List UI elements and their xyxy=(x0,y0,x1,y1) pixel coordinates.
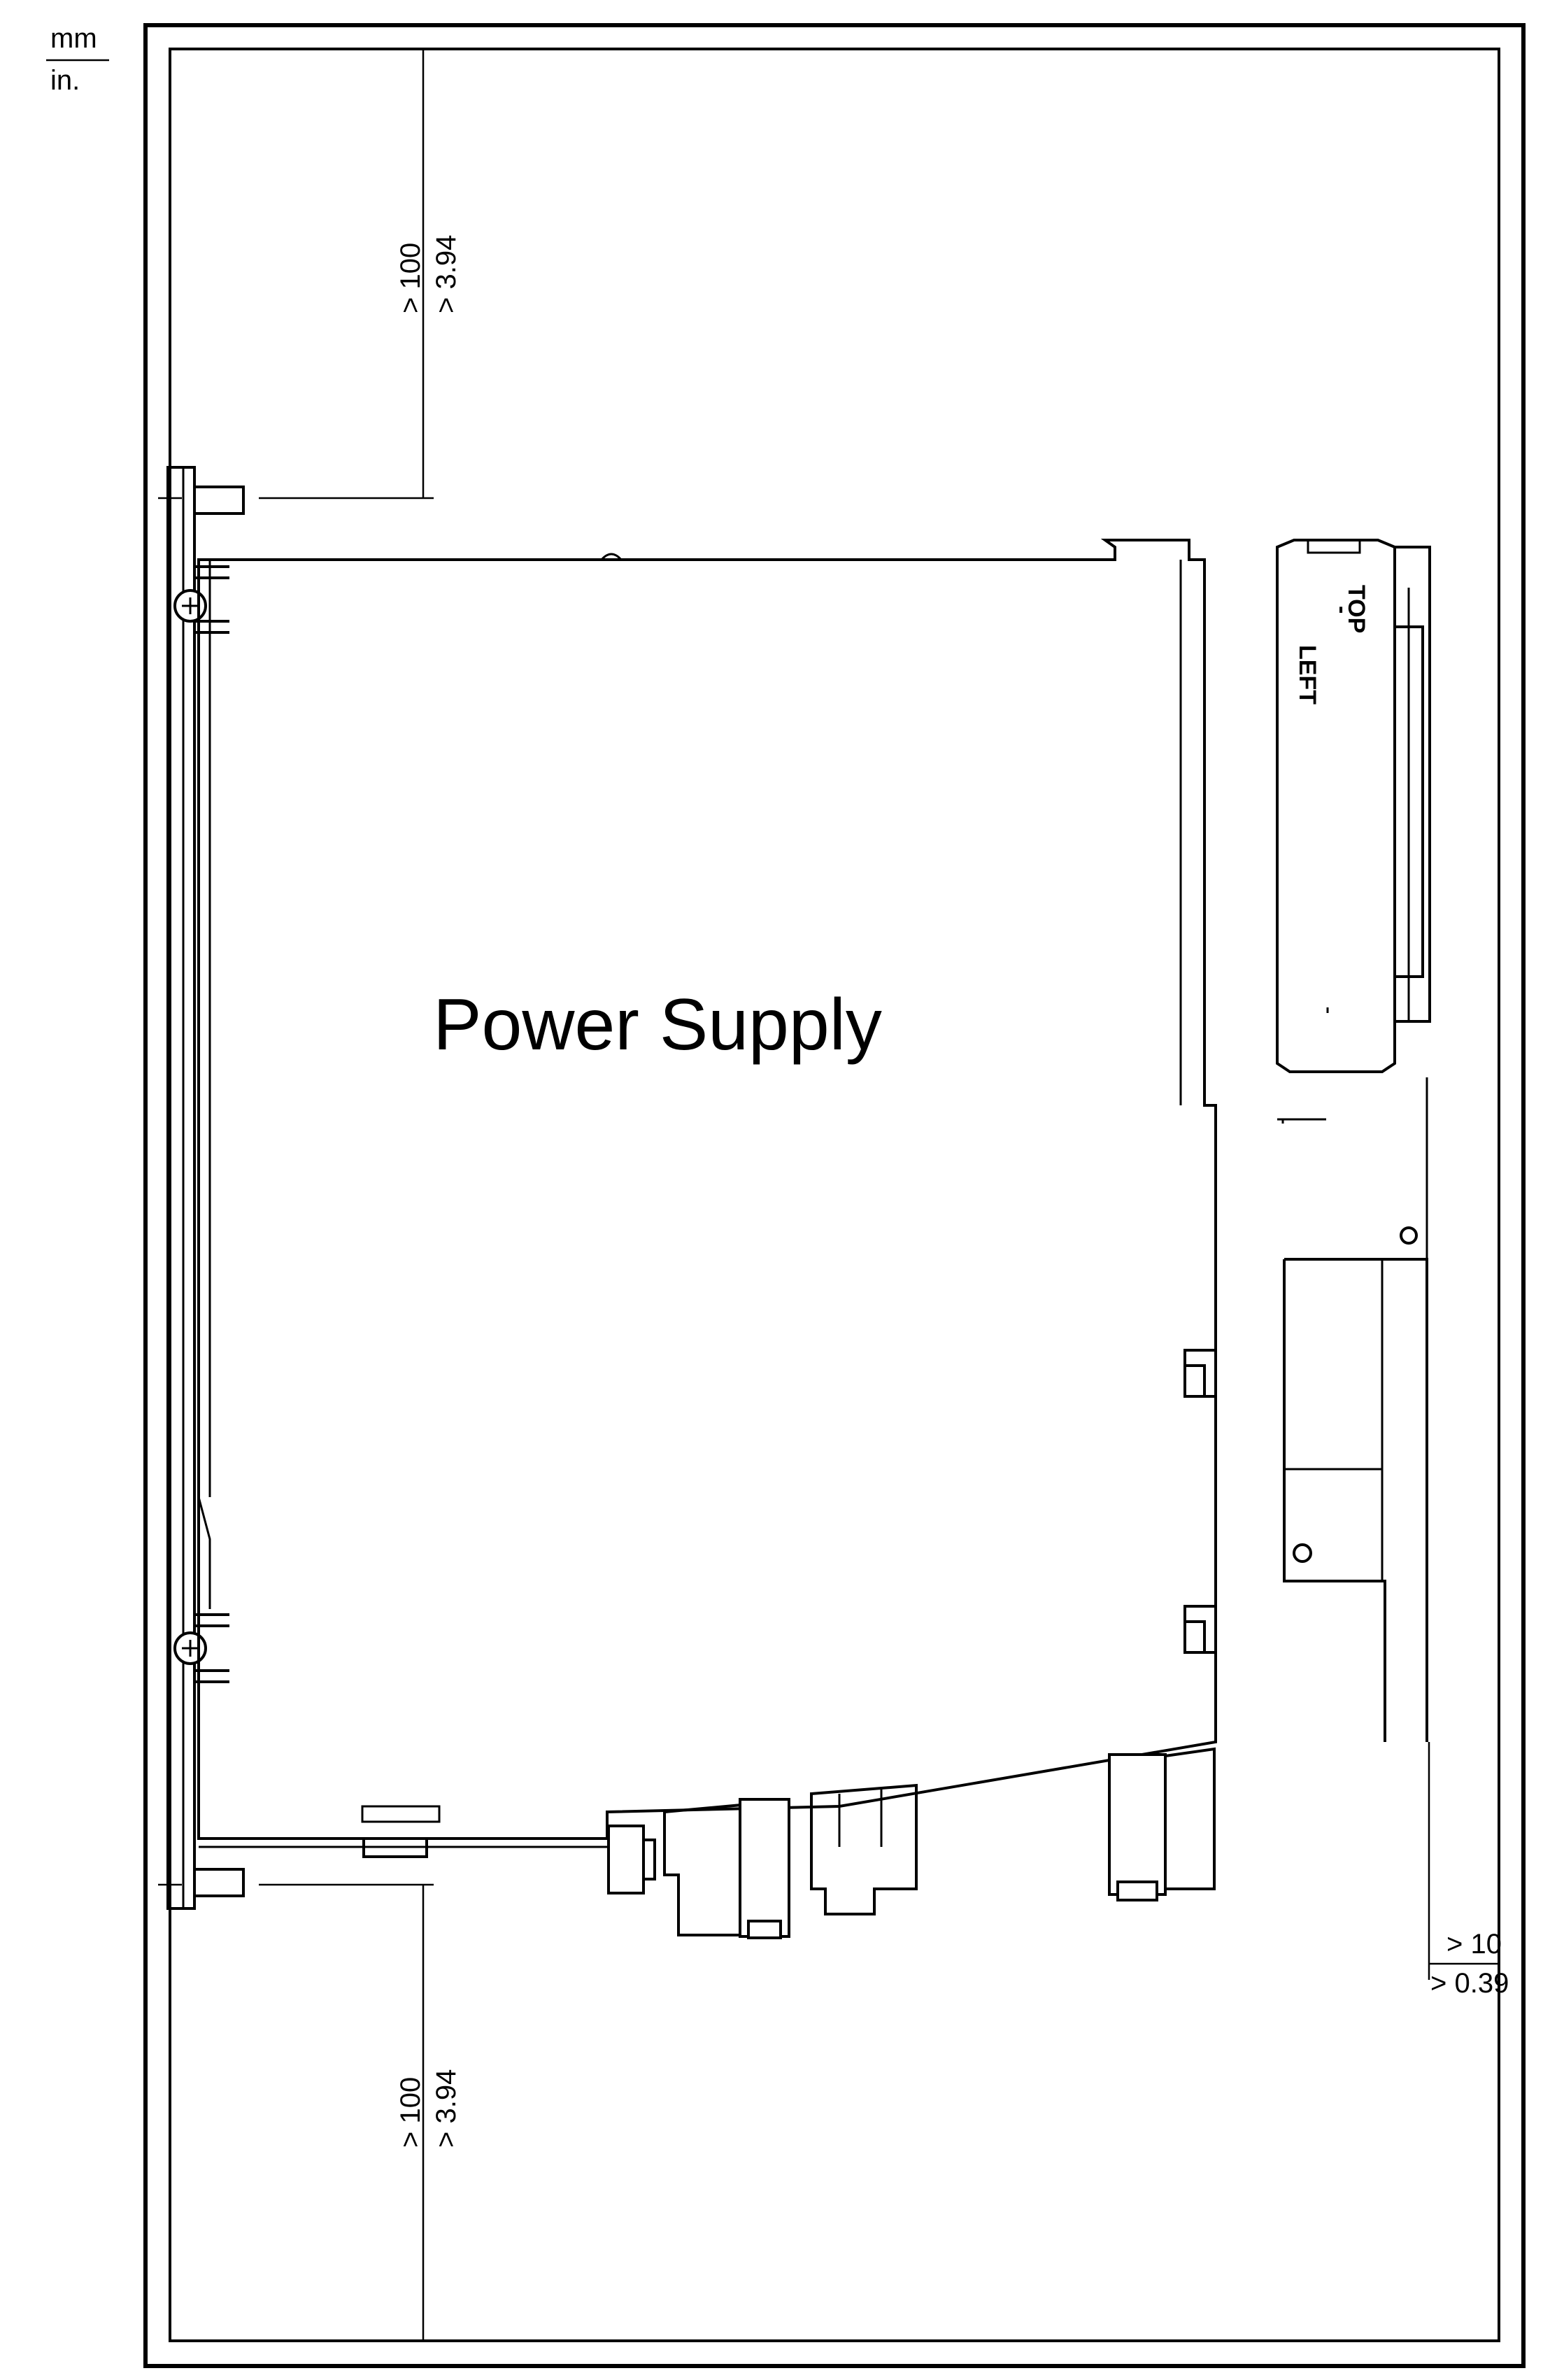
top-vent-tab xyxy=(600,553,623,561)
rear-latches xyxy=(1183,1349,1216,1654)
top-clearance-mm: > 100 xyxy=(395,243,426,313)
terminal-housing-3 xyxy=(1165,1747,1216,1890)
front-panel-chamfer xyxy=(197,1496,211,1609)
unit-secondary: in. xyxy=(50,65,80,96)
bottom-vent-slot xyxy=(361,1805,441,1823)
bottom-connectors xyxy=(361,1747,1216,1939)
bottom-rail-stud xyxy=(193,1868,245,1897)
terminal-plug-1 xyxy=(739,1798,790,1938)
upper-clamp-edges xyxy=(194,565,229,634)
terminal-plug-2 xyxy=(1108,1753,1167,1896)
power-supply-module: Power Supply xyxy=(197,539,1217,1840)
terminal-step xyxy=(1284,1468,1384,1581)
terminal-housing-2-ribs xyxy=(838,1788,883,1847)
cover-label-top: TOP xyxy=(1343,585,1370,633)
right-clearance-dimension: > 10 > 0.39 xyxy=(1428,1742,1509,1999)
bottom-clearance-dimension: > 100 > 3.94 xyxy=(259,1883,462,2341)
rear-terminal-block xyxy=(1283,1077,1428,1742)
cover-housing xyxy=(1276,539,1396,1073)
units-legend: mm in. xyxy=(46,23,109,96)
cover-label-left: LEFT xyxy=(1294,645,1321,704)
terminal-housing-2 xyxy=(810,1783,918,1915)
lower-screw-cross-icon xyxy=(182,1640,199,1657)
terminal-screw xyxy=(1293,1543,1312,1563)
top-connector-cover: LEFT - TOP xyxy=(1276,539,1431,1124)
lower-rear-latch xyxy=(1183,1605,1216,1654)
module-title: Power Supply xyxy=(433,984,882,1065)
terminal-plug-2-grip xyxy=(1116,1880,1158,1901)
lower-clamp-edges xyxy=(194,1613,229,1683)
top-clearance-dimension: > 100 > 3.94 xyxy=(259,49,462,500)
module-outline xyxy=(197,539,1217,1840)
front-terminal-tip xyxy=(642,1839,656,1880)
front-terminal-knob xyxy=(607,1825,645,1894)
bottom-clearance-in: > 3.94 xyxy=(431,2069,462,2148)
cover-label-dash: - xyxy=(1329,606,1356,614)
cabinet-inner-frame xyxy=(169,48,1500,2342)
terminal-housing-1 xyxy=(663,1803,743,1936)
bottom-clearance-mm: > 100 xyxy=(395,2077,426,2148)
cover-clip xyxy=(1277,1118,1326,1124)
mounting-rail xyxy=(158,466,245,1910)
upper-screw-cross-icon xyxy=(182,597,199,614)
top-clearance-in: > 3.94 xyxy=(431,235,462,313)
cabinet-outer-frame xyxy=(143,23,1526,2368)
rail-profile xyxy=(166,466,196,1910)
right-clearance-in: > 0.39 xyxy=(1430,1968,1509,1999)
right-clearance-mm: > 10 xyxy=(1446,1929,1502,1960)
cover-top-tab xyxy=(1307,539,1361,554)
terminal-plug-1-grip xyxy=(747,1920,782,1939)
upper-rear-latch xyxy=(1183,1349,1216,1398)
rear-fixing-screw xyxy=(1400,1226,1418,1245)
terminal-block-outline xyxy=(1283,1258,1428,1742)
top-rail-stud xyxy=(193,486,245,515)
unit-primary: mm xyxy=(50,23,97,54)
cover-back-guide xyxy=(1395,546,1431,1023)
